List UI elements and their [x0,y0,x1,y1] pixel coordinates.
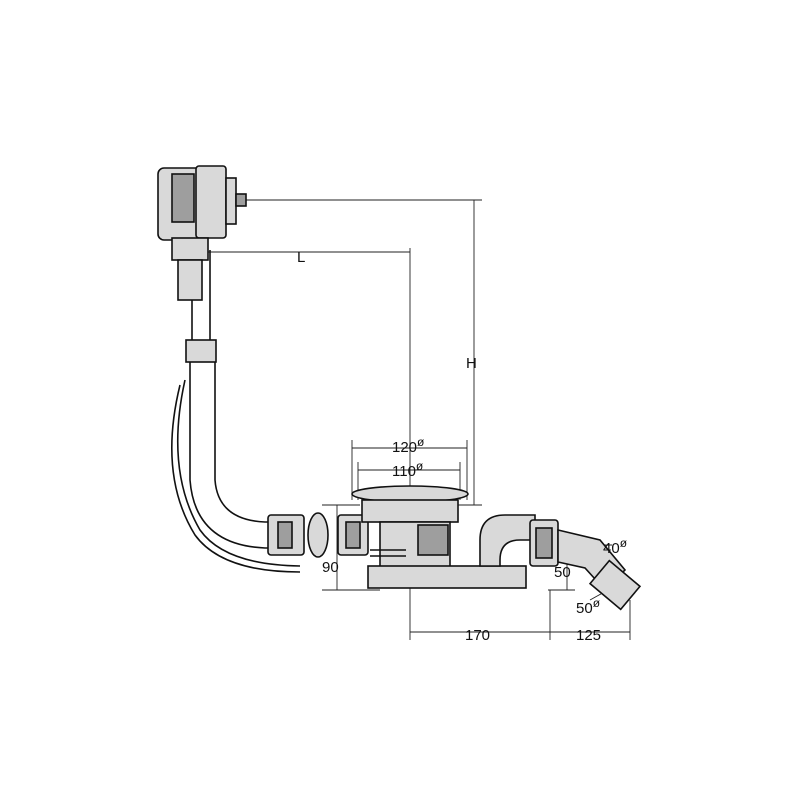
label-H: H [466,355,477,372]
pipe-unions [267,512,369,558]
label-120: 120ø [392,435,425,456]
dimension-labels: L H 120ø 110ø 90 50 40ø 50ø 170 125 [297,249,628,644]
label-40: 40ø [603,536,628,557]
label-50-outlet: 50ø [576,596,601,617]
overflow-hose [171,250,301,573]
overflow-head [157,165,247,363]
label-170: 170 [465,627,490,644]
label-50-vertical: 50 [554,564,571,581]
label-110: 110ø [392,459,424,480]
label-L: L [297,249,305,266]
label-125: 125 [576,627,601,644]
waste-trap-body [351,485,559,589]
outlet-elbow [557,528,642,611]
label-90: 90 [322,559,339,576]
